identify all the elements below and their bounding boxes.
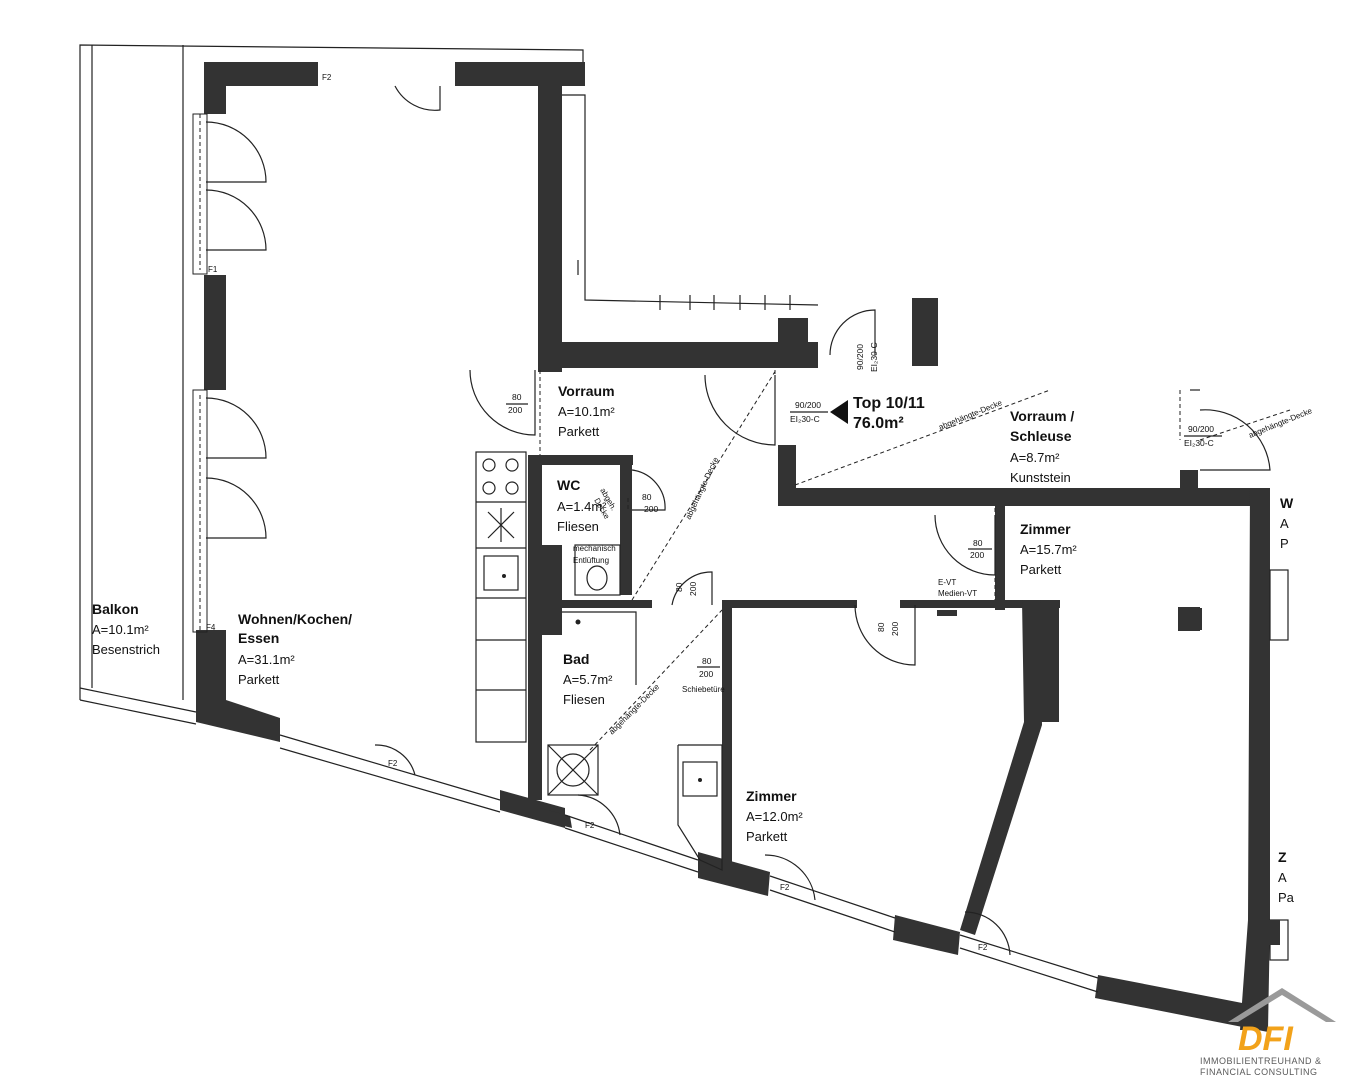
room-name: Zimmer: [746, 788, 797, 804]
room-name-2: Schleuse: [1010, 428, 1072, 444]
door-height: 200: [890, 622, 900, 636]
window-label-f2: F2: [978, 943, 988, 952]
door-height: 200: [508, 405, 522, 415]
door-width: 80: [674, 582, 684, 592]
ventilation-label: mechanisch: [573, 544, 616, 553]
room-name-2: Essen: [238, 630, 279, 646]
door-size: 90/200: [1188, 424, 1214, 434]
windows-bottom: [279, 734, 1099, 993]
window-label-f2: F2: [388, 759, 398, 768]
door-height: 200: [970, 550, 984, 560]
edge-letter: Z: [1278, 849, 1287, 865]
logo-mark: DFI: [1238, 1020, 1294, 1058]
unit-area: 76.0m²: [853, 415, 904, 432]
unit-label: Top 10/11 76.0m²: [830, 395, 925, 432]
room-area: A=10.1m²: [558, 404, 615, 419]
room-name: Bad: [563, 651, 589, 667]
walls: [196, 62, 1270, 1032]
door-width: 80: [642, 492, 652, 502]
door-width: 80: [512, 392, 522, 402]
window-label-f2: F2: [585, 821, 595, 830]
window-labels: F2 F1 F4 F2 F2 F2 F2: [206, 73, 988, 952]
ceiling-note: abgehängte-Decke: [937, 398, 1004, 432]
balcony-outline: [79, 44, 584, 725]
door-width: 80: [876, 622, 886, 632]
room-area: A=1.4m²: [557, 499, 607, 514]
ceiling-note: abgehängte-Decke: [684, 455, 721, 521]
logo-line-1: IMMOBILIENTREUHAND &: [1200, 1056, 1322, 1066]
door-size: 90/200: [855, 344, 865, 370]
room-area: A=8.7m²: [1010, 450, 1060, 465]
room-name: WC: [557, 477, 580, 493]
room-name: Vorraum: [558, 383, 615, 399]
house-roof-icon: [1228, 988, 1336, 1022]
door-dimensions: 80 200 80 200 80 200 80 200 Schiebetüre …: [506, 342, 1222, 694]
light-well: [562, 94, 819, 310]
media-panel-label: Medien-VT: [938, 589, 977, 598]
edge-letter: W: [1280, 495, 1294, 511]
room-label-wohnen: Wohnen/Kochen/ Essen A=31.1m² Parkett: [238, 611, 352, 687]
room-floor: Besenstrich: [92, 642, 160, 657]
edge-letter: P: [1280, 536, 1289, 551]
room-area: A=12.0m²: [746, 809, 803, 824]
edge-letter: Pa: [1278, 890, 1295, 905]
door-height: 200: [644, 504, 658, 514]
room-label-schleuse: Vorraum / Schleuse A=8.7m² Kunststein: [1010, 408, 1074, 485]
edge-letter: A: [1278, 870, 1287, 885]
window-label-f4: F4: [206, 623, 216, 632]
door-fire-rating: EI₂30-C: [869, 342, 879, 372]
door-height: 200: [699, 669, 713, 679]
door-fire-rating: EI₂30-C: [790, 414, 820, 424]
ceiling-note: abgehängte-Decke: [1247, 406, 1314, 440]
ventilation-label-2: Entlüftung: [573, 556, 609, 565]
ceiling-note: abgehängte-Decke: [607, 682, 662, 737]
electrical-panel-label: E-VT: [938, 578, 956, 587]
room-label-bad: Bad A=5.7m² Fliesen: [563, 651, 613, 707]
room-floor: Parkett: [746, 829, 788, 844]
room-floor: Fliesen: [557, 519, 599, 534]
room-name: Zimmer: [1020, 521, 1071, 537]
sliding-door-label: Schiebetüre: [682, 685, 725, 694]
room-area: A=5.7m²: [563, 672, 613, 687]
room-label-zimmer-1: Zimmer A=12.0m² Parkett: [746, 788, 803, 844]
edge-letter: A: [1280, 516, 1289, 531]
room-label-balkon: Balkon A=10.1m² Besenstrich: [92, 601, 160, 657]
room-floor: Parkett: [558, 424, 600, 439]
door-fire-rating: EI₂30-C: [1184, 438, 1214, 448]
room-area: A=31.1m²: [238, 652, 295, 667]
logo-line-2: FINANCIAL CONSULTING: [1200, 1067, 1318, 1077]
windows-left: [192, 113, 208, 633]
room-name: Wohnen/Kochen/: [238, 611, 352, 627]
room-label-vorraum: Vorraum A=10.1m² Parkett: [558, 383, 615, 439]
entrance-arrow-icon: [830, 400, 848, 424]
bathroom-fixtures: [547, 544, 723, 871]
window-label-f1: F1: [208, 265, 218, 274]
ceiling-lines: [539, 369, 1291, 751]
neighbour-labels: W A P Z A Pa: [1278, 495, 1295, 905]
room-floor: Kunststein: [1010, 470, 1071, 485]
room-name: Vorraum /: [1010, 408, 1074, 424]
details: [937, 389, 1289, 961]
room-area: A=15.7m²: [1020, 542, 1077, 557]
room-floor: Fliesen: [563, 692, 605, 707]
window-label-f2: F2: [780, 883, 790, 892]
room-name: Balkon: [92, 601, 139, 617]
room-floor: Parkett: [1020, 562, 1062, 577]
unit-number: Top 10/11: [853, 395, 925, 412]
company-logo: DFI IMMOBILIENTREUHAND & FINANCIAL CONSU…: [1200, 988, 1336, 1077]
door-size: 90/200: [795, 400, 821, 410]
room-label-wc: WC A=1.4m² Fliesen: [557, 477, 607, 534]
room-floor: Parkett: [238, 672, 280, 687]
door-width: 80: [973, 538, 983, 548]
room-label-zimmer-2: Zimmer A=15.7m² Parkett: [1020, 521, 1077, 577]
kitchen-counter: [475, 451, 527, 743]
door-width: 80: [702, 656, 712, 666]
room-area: A=10.1m²: [92, 622, 149, 637]
door-swings: [205, 85, 1271, 956]
window-label-f2: F2: [322, 73, 332, 82]
door-height: 200: [688, 582, 698, 596]
